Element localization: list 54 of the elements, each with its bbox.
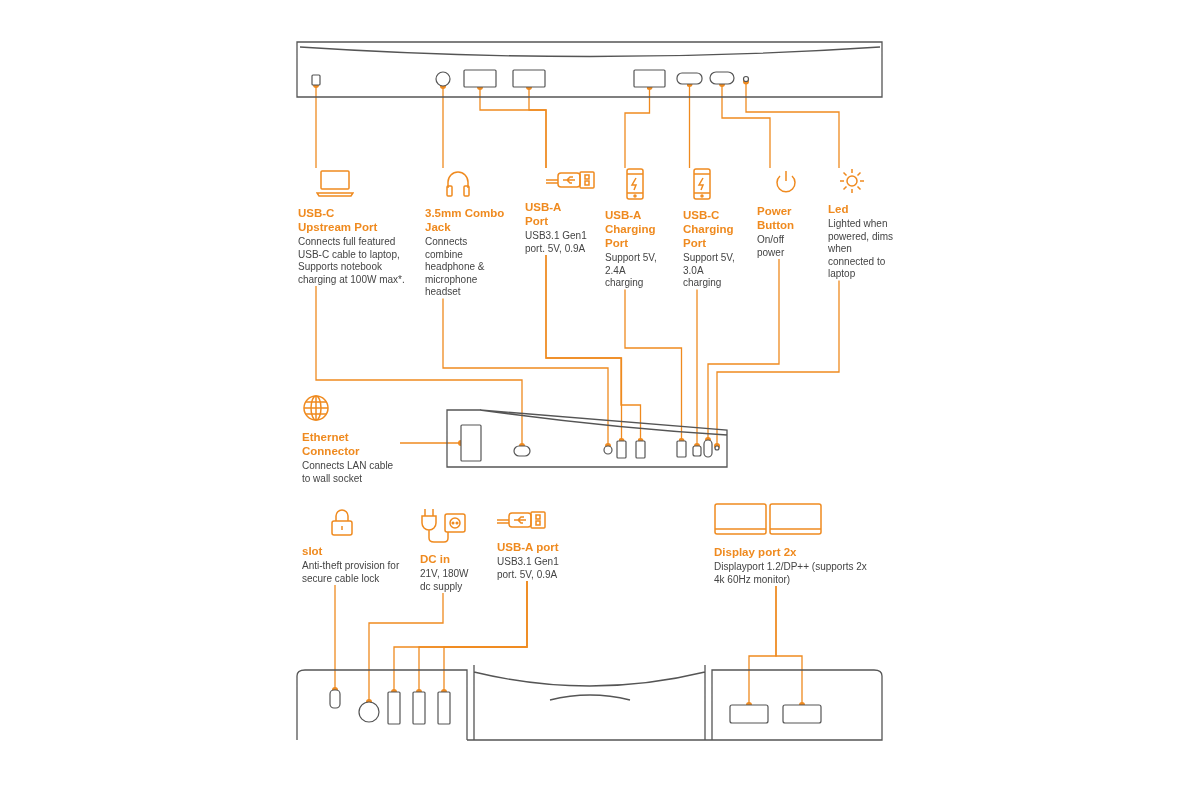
callout-text: Connects full featured USB-C cable to laptop, Supports notebook charging at 100W max*.	[298, 236, 406, 286]
usb-a-port	[633, 69, 666, 88]
usb-a-port	[387, 691, 401, 725]
callout-text: Support 5V, 3.0A charging	[683, 252, 735, 290]
callout-text: Anti-theft provision for secure cable lock	[302, 560, 401, 585]
power-button	[709, 71, 735, 85]
usb-c-port	[676, 72, 703, 85]
leader-line	[440, 83, 446, 169]
callout-text: USB3.1 Gen1 port. 5V, 0.9A	[525, 230, 588, 255]
usb-a-port	[463, 69, 497, 88]
usb-c-port	[513, 445, 531, 457]
led-light	[742, 75, 750, 83]
callout-heading: slot	[302, 544, 324, 558]
led-light	[714, 445, 720, 451]
leader-line	[442, 297, 611, 449]
callout-heading: USB-A port	[497, 540, 560, 554]
usb-a-port	[512, 69, 546, 88]
callout-text: Displayport 1.2/DP++ (supports 2x 4k 60Hz monitor)	[714, 561, 868, 586]
usb-a-port	[437, 691, 451, 725]
callout-text: Connects LAN cable to wall socket	[302, 460, 395, 485]
callout-heading: USB-A Port	[525, 200, 562, 228]
audio-jack	[603, 445, 613, 455]
leader-line	[705, 258, 780, 443]
usb-a-port	[412, 691, 426, 725]
callout-text: USB3.1 Gen1 port. 5V, 0.9A	[497, 556, 560, 581]
callout-text: Support 5V, 2.4A charging	[605, 252, 657, 290]
callout-text: Connects combine headphone & microphone headset	[425, 236, 486, 299]
dc-jack	[358, 701, 380, 723]
callout-heading: Power Button	[757, 204, 796, 232]
callout-heading: Display port 2x	[714, 545, 798, 559]
callout-heading: DC in	[420, 552, 452, 566]
callout-heading: USB-C Upstream Port	[298, 206, 379, 234]
ethernet-port	[460, 424, 482, 462]
callout-text: Lighted when powered, dims when connected to laptop	[828, 218, 895, 281]
callout-text: On/off power	[757, 234, 786, 259]
power-button	[703, 439, 713, 458]
callout-heading: 3.5mm Combo Jack	[425, 206, 506, 234]
usb-a-port	[676, 440, 687, 458]
callout-text: 21V, 180W dc supply	[420, 568, 470, 593]
leader-line	[332, 584, 338, 693]
audio-jack	[435, 71, 451, 87]
callout-heading: Ethernet Connector	[302, 430, 361, 458]
callout-heading: USB-C Charging Port	[683, 208, 735, 250]
usb-a-port	[635, 440, 646, 459]
callout-heading: Led	[828, 202, 850, 216]
callout-heading: USB-A Charging Port	[605, 208, 657, 250]
leader-line	[743, 78, 840, 169]
displayport-port	[782, 704, 822, 724]
usb-c-port	[311, 74, 321, 86]
leader-line	[714, 279, 840, 449]
usb-c-port	[692, 445, 702, 457]
lock-slot	[329, 689, 341, 709]
usb-a-port	[616, 440, 627, 459]
displayport-port	[729, 704, 769, 724]
